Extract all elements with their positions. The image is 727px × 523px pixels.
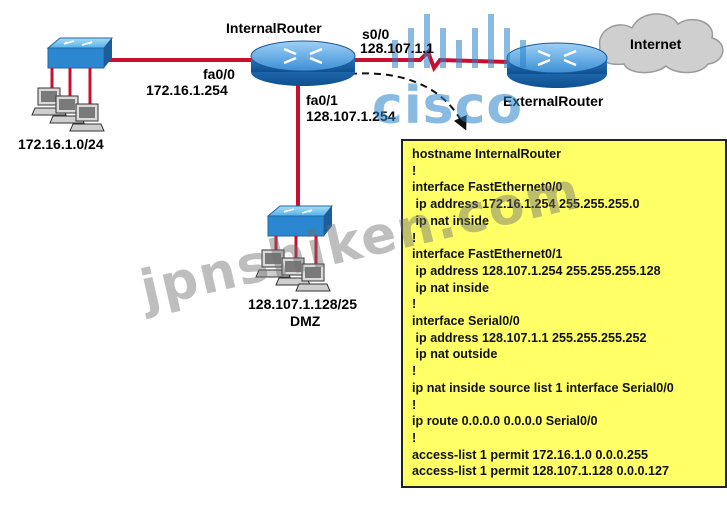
external-router-label: ExternalRouter [503, 93, 604, 109]
config-line: access-list 1 permit 128.107.1.128 0.0.0… [412, 464, 669, 479]
config-line: ! [412, 430, 417, 445]
internet-cloud-icon [598, 13, 724, 74]
fa0-0-label: fa0/0 [203, 66, 235, 82]
fa0-1-label: fa0/1 [306, 92, 338, 108]
config-line: ip nat inside [412, 280, 489, 295]
internal-router-icon [250, 40, 356, 86]
fa0-1-ip-label: 128.107.1.254 [306, 108, 396, 124]
config-line: interface FastEthernet0/1 [412, 247, 563, 262]
s0-0-ip-label: 128.107.1.1 [360, 40, 434, 56]
config-line: hostname InternalRouter [412, 147, 562, 161]
fa0-0-ip-label: 172.16.1.254 [146, 82, 228, 98]
config-line: ip nat outside [412, 347, 498, 362]
config-line: ! [412, 364, 417, 379]
config-line: ip route 0.0.0.0 0.0.0.0 Serial0/0 [412, 414, 598, 429]
config-line: ! [412, 297, 417, 312]
config-line: ! [412, 397, 417, 412]
dmz-network-label: 128.107.1.128/25 [248, 296, 357, 312]
dmz-name-label: DMZ [290, 313, 321, 329]
config-line: access-list 1 permit 172.16.1.0 0.0.0.25… [412, 447, 648, 462]
internal-router-label: InternalRouter [226, 20, 322, 36]
internet-label: Internet [630, 36, 682, 52]
lan-network-label: 172.16.1.0/24 [18, 136, 104, 152]
config-line: ! [412, 163, 417, 178]
external-router-icon [506, 42, 608, 88]
s0-0-label: s0/0 [362, 26, 390, 42]
router-config-box: hostname InternalRouter! interface FastEt… [401, 139, 727, 488]
config-line: ip address 128.107.1.1 255.255.255.252 [412, 330, 647, 345]
config-line: interface FastEthernet0/0 [412, 180, 563, 195]
lan-pcs-icon [31, 68, 105, 132]
cisco-logo-bars-icon [392, 14, 526, 68]
dashed-arrow-to-config [349, 72, 467, 131]
config-line: ! [412, 230, 417, 245]
dmz-switch-icon [266, 205, 334, 237]
config-line: ip nat inside source list 1 interface Se… [412, 380, 674, 395]
config-line: interface Serial0/0 [412, 314, 520, 329]
lan-switch-icon [46, 37, 114, 69]
dmz-pcs-icon [255, 236, 331, 292]
config-line: ip address 172.16.1.254 255.255.255.0 [412, 197, 640, 212]
config-line: ip address 128.107.1.254 255.255.255.128 [412, 263, 661, 278]
config-line: ip nat inside [412, 213, 489, 228]
